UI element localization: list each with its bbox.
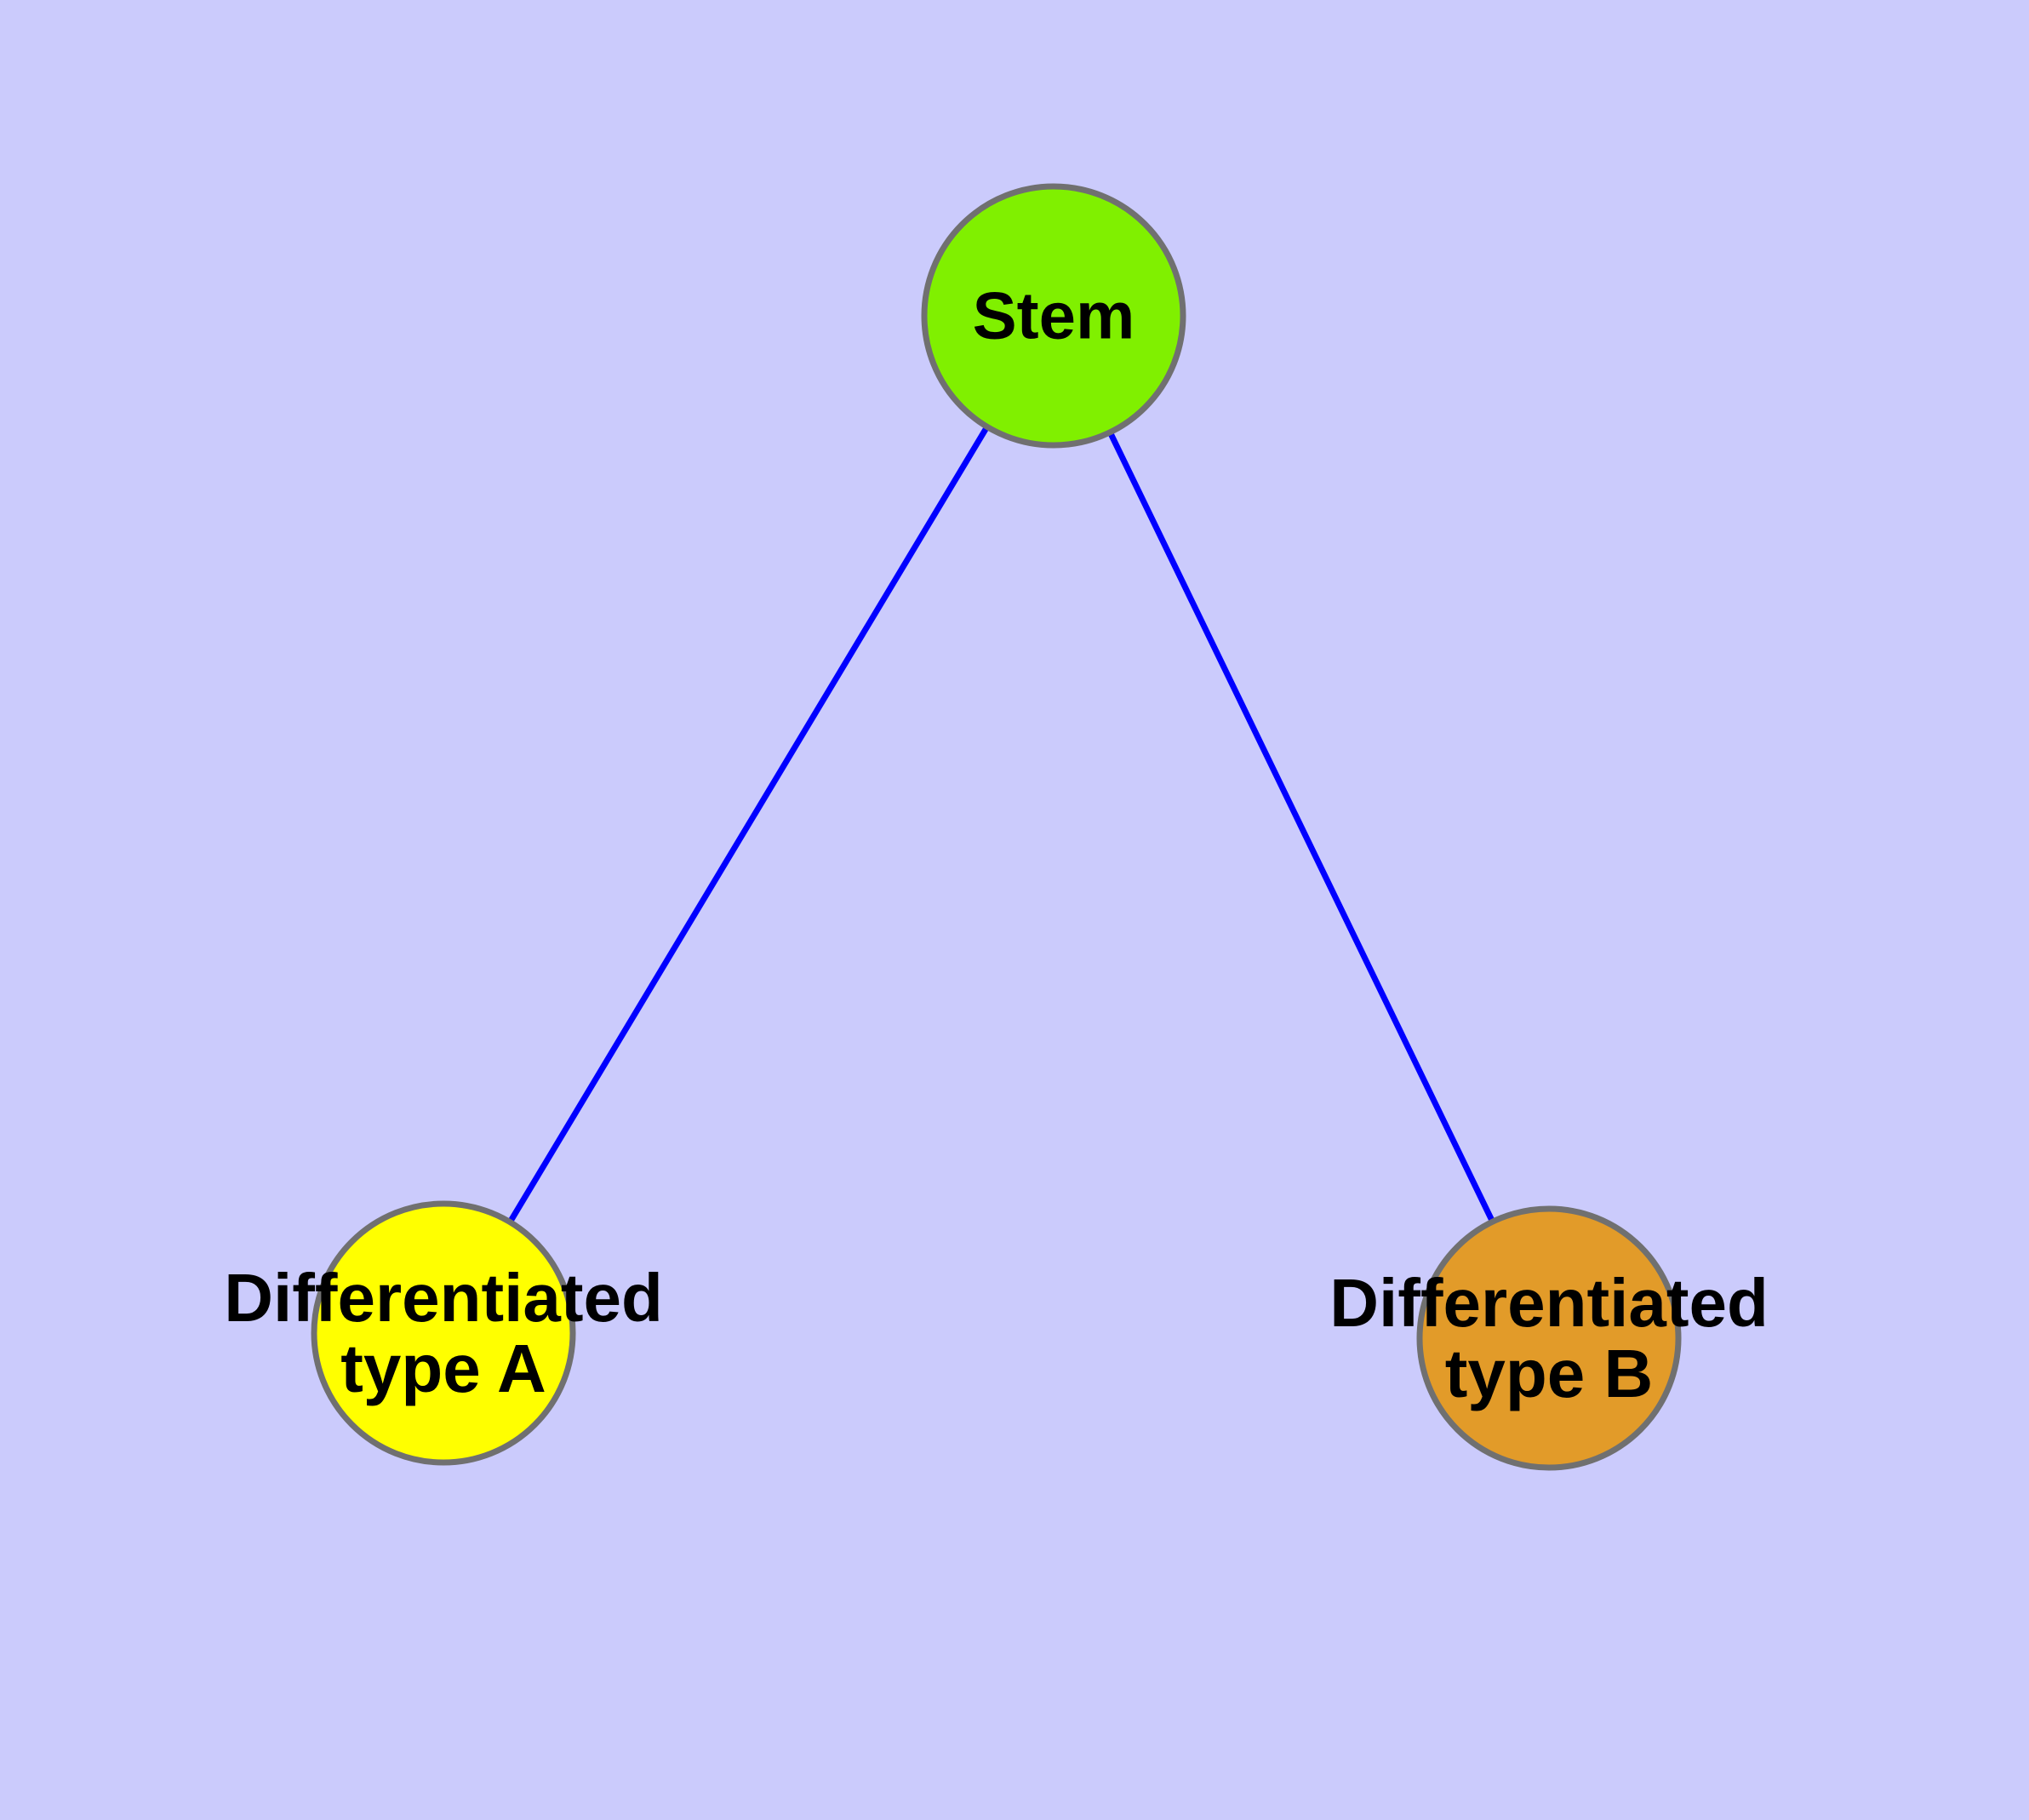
graph-edge-stem-to-a[interactable] xyxy=(508,426,989,1222)
graph-edge-stem-to-b[interactable] xyxy=(1108,432,1495,1222)
graph-node-diff_b[interactable] xyxy=(1416,1205,1682,1471)
graph-node-diff_a[interactable] xyxy=(311,1200,576,1466)
nodes-layer xyxy=(311,183,1682,1471)
edges-layer xyxy=(508,426,1495,1222)
graph-node-stem[interactable] xyxy=(921,183,1186,449)
